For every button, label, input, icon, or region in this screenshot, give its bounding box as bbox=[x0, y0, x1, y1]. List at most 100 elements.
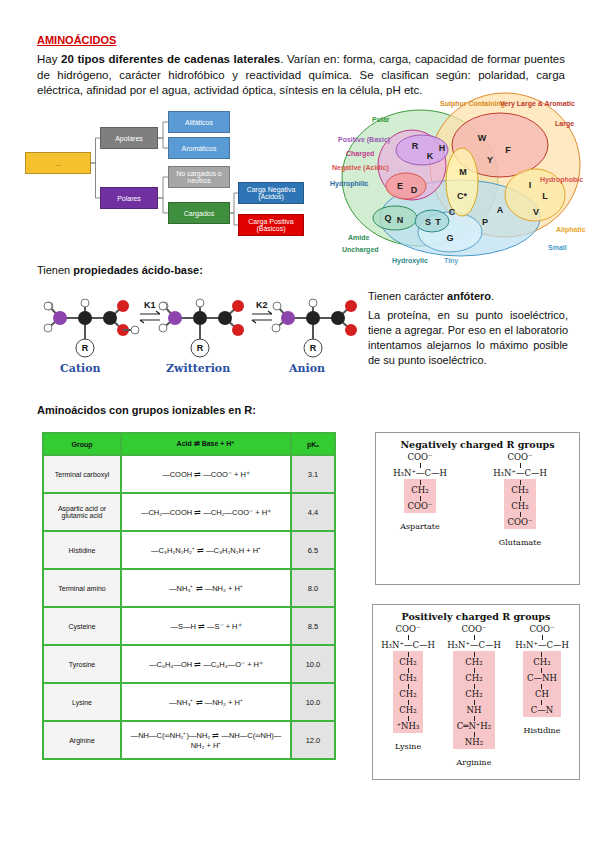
process-box: Aromáticos bbox=[168, 137, 230, 159]
table-cell: 12.0 bbox=[291, 721, 335, 759]
cell-text: —COOH ⇌ —COO⁻ + H⁺ bbox=[162, 470, 250, 479]
table-cell: Terminal carboxyl bbox=[43, 455, 121, 493]
bond-line bbox=[520, 480, 521, 485]
tree-connector bbox=[158, 138, 168, 148]
bond-line bbox=[474, 732, 475, 737]
box-label: Aromáticos bbox=[181, 145, 216, 152]
table-cell: 8.0 bbox=[291, 569, 335, 607]
text-run: Hay bbox=[37, 53, 61, 65]
label: Large bbox=[555, 120, 574, 127]
label: Small bbox=[548, 244, 567, 251]
cell-text: 8.5 bbox=[308, 622, 318, 631]
cell-text: —S—H ⇌ —S⁻ + H⁺ bbox=[170, 622, 241, 631]
bold-text: propiedades ácido-base: bbox=[73, 264, 203, 276]
text-run: La proteína, en su punto isoeléctrico, t… bbox=[368, 309, 568, 366]
formula-text: CH₂ bbox=[465, 657, 482, 668]
label: Y bbox=[487, 155, 493, 165]
table-cell: Tyrosine bbox=[43, 645, 121, 683]
text-run: Tienen carácter bbox=[368, 290, 447, 302]
cell-text: Acid ⇌ Base + H⁺ bbox=[177, 440, 236, 448]
table-cell: 10.0 bbox=[291, 645, 335, 683]
formula-text: CH₂ bbox=[465, 689, 482, 700]
cell-text: —NH₃⁺ ⇌ —NH₂ + H⁺ bbox=[169, 697, 243, 707]
tree-connector bbox=[91, 163, 100, 198]
box-label: Cargados bbox=[184, 210, 214, 217]
drawn-ellipse bbox=[415, 210, 449, 232]
formula-text: CH₂ bbox=[399, 673, 416, 684]
box-label: Carga Positiva (Básicos) bbox=[242, 218, 300, 232]
bond-line bbox=[541, 700, 542, 705]
label: K bbox=[427, 151, 434, 161]
bold-text: anfótero bbox=[447, 290, 491, 302]
drawn-ellipse bbox=[373, 206, 417, 230]
text-block: Hay 20 tipos diferentes de cadenas later… bbox=[37, 52, 565, 99]
label: L bbox=[542, 191, 548, 201]
label: Hydrophobic bbox=[540, 176, 583, 183]
process-box: Cargados bbox=[168, 202, 230, 224]
box-heading: Negatively charged R groups bbox=[376, 433, 579, 450]
drawn-path bbox=[140, 311, 160, 314]
bond-line bbox=[408, 652, 409, 657]
drawn-ellipse bbox=[396, 135, 448, 165]
table-cell: 4.4 bbox=[291, 493, 335, 531]
structural-formula: COO⁻H₃N⁺—C—HCH₂CH₂COO⁻Glutamate bbox=[478, 452, 562, 548]
formula-text: H₃N⁺—C—H bbox=[393, 468, 447, 479]
cell-text: —C₆H₄—OH ⇌ —C₆H₄—O⁻ + H⁺ bbox=[149, 660, 263, 669]
cell-text: 10.0 bbox=[306, 698, 321, 707]
label: Zwitterion bbox=[166, 362, 230, 375]
cell-text: 12.0 bbox=[306, 736, 321, 745]
label: V bbox=[533, 207, 539, 217]
bond-line bbox=[420, 463, 421, 468]
label: Aliphatic bbox=[556, 226, 586, 233]
bond-line bbox=[541, 668, 542, 673]
cell-text: 6.5 bbox=[308, 546, 318, 555]
side-chain-highlight: CH₂CH₂CH₂CH₂⁺NH₃ bbox=[393, 651, 424, 733]
formula-text: CH₂ bbox=[399, 689, 416, 700]
text-block: Aminoácidos con grupos ionizables en R: bbox=[37, 404, 377, 416]
table-cell: —S—H ⇌ —S⁻ + H⁺ bbox=[121, 607, 291, 645]
box-label: Polares bbox=[117, 195, 141, 202]
table-cell: —NH₃⁺ ⇌ —NH₂ + H⁺ bbox=[121, 683, 291, 721]
box-label: Apolares bbox=[115, 135, 143, 142]
cell-text: Group bbox=[72, 441, 93, 448]
formula-text: COO⁻ bbox=[508, 517, 533, 528]
table-cell: —NH—C(═NH₂⁺)—NH₂ ⇌ —NH—C(═NH)—NH₂ + H⁺ bbox=[121, 721, 291, 759]
label: Tiny bbox=[444, 257, 458, 264]
bond-line bbox=[474, 652, 475, 657]
compound-name: Histidine bbox=[524, 725, 561, 736]
cell-text: Tyrosine bbox=[69, 661, 95, 668]
label: E bbox=[397, 181, 403, 191]
label: Very Large & Aromatic bbox=[500, 100, 575, 107]
box-label: No cargados o neutros bbox=[172, 170, 226, 184]
drawn-use bbox=[272, 299, 357, 357]
label: Negative (Acidic) bbox=[332, 164, 389, 171]
formula-text: C═N⁺H₂ bbox=[457, 721, 491, 732]
tree-connector bbox=[158, 122, 168, 138]
formula-text: COO⁻ bbox=[408, 501, 433, 512]
formula-text: H₃N⁺—C—H bbox=[447, 640, 501, 651]
label: D bbox=[411, 185, 418, 195]
box-heading: Positively charged R groups bbox=[373, 605, 579, 622]
label: F bbox=[505, 145, 511, 155]
tree-connector bbox=[91, 138, 100, 163]
compound-name: Glutamate bbox=[499, 537, 541, 548]
bond bbox=[123, 329, 131, 331]
label: Q bbox=[384, 213, 391, 223]
table-cell: 8.5 bbox=[291, 607, 335, 645]
label: G bbox=[446, 233, 453, 243]
label: Charged bbox=[346, 150, 374, 157]
cell-text: Lysine bbox=[72, 699, 92, 706]
bond-line bbox=[408, 716, 409, 721]
formula-text: CH₂ bbox=[511, 501, 528, 512]
bond-line bbox=[420, 480, 421, 485]
drawn-use bbox=[44, 299, 129, 357]
table-cell: 10.0 bbox=[291, 683, 335, 721]
formula-text: CH bbox=[535, 689, 549, 700]
label: N bbox=[397, 215, 404, 225]
table-cell: —NH₃⁺ ⇌ —NH₂ + H⁺ bbox=[121, 569, 291, 607]
table-cell: Cysteine bbox=[43, 607, 121, 645]
tree-connector bbox=[158, 198, 168, 213]
equilibrium-arrows bbox=[140, 311, 272, 323]
data-table: GroupAcid ⇌ Base + H⁺pKₐTerminal carboxy… bbox=[42, 432, 336, 760]
label: T bbox=[435, 217, 441, 227]
